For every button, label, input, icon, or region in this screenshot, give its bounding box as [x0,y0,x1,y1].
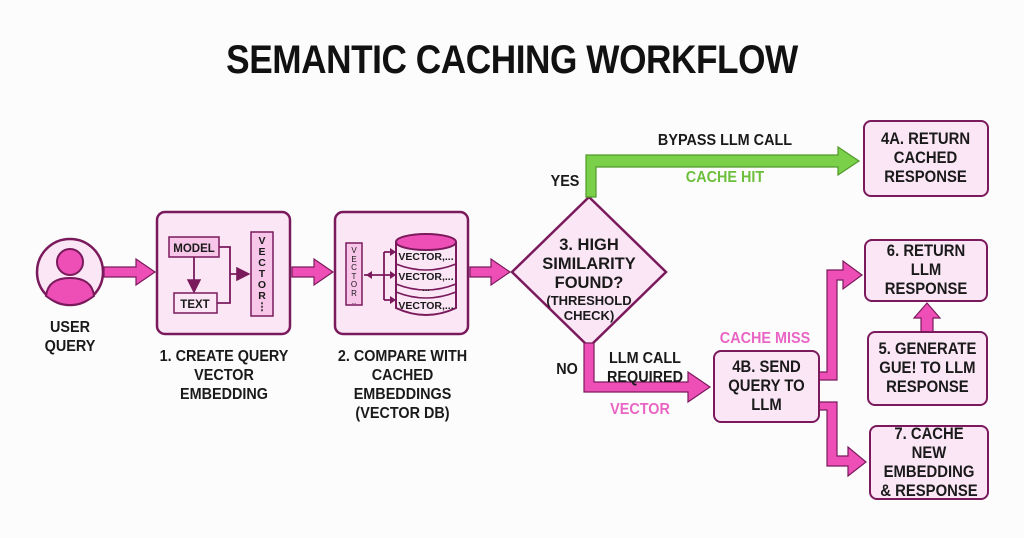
step7-text: 7. CACHE NEW EMBEDDING & RESPONSE [880,424,978,500]
db-row-2: VECTOR,... [398,271,453,283]
arrow-4b-to-step7 [818,401,867,478]
arrow-step5-to-step6 [912,302,942,333]
decision-line3: FOUND? [555,274,624,292]
step4b-box: 4B. SEND QUERY TO LLM [713,350,820,423]
yes-label: YES [550,173,580,190]
db-row-4: VECTOR,... [398,300,453,312]
step1-vector-bar [250,231,274,317]
step6-box: 6. RETURN LLM RESPONSE [864,239,988,302]
decision-line4: (THRESHOLD [546,293,631,308]
arrow-step1-to-step2 [291,257,335,287]
text-label: TEXT [180,299,209,311]
step5-text: 5. GENERATE GUE! TO LLM RESPONSE [878,340,977,396]
no-branch-arrow [583,342,712,404]
step2-vector-text: V E C T O R .. [350,246,358,306]
no-label: NO [556,361,578,378]
decision-line2: SIMILARITY [542,255,636,273]
model-to-vector-line [217,246,231,304]
user-query-label: USER QUERY [44,319,96,355]
step4a-box: 4A. RETURN CACHED RESPONSE [863,120,989,197]
db-row-3: ... [422,283,430,293]
arrow-step2-to-decision [469,257,512,287]
db-row-1: VECTOR,... [398,251,453,263]
cache-hit-label: CACHE HIT [685,169,765,186]
step2-vector-label: V E C T O R .. [346,246,362,307]
step2-vector-bar [345,242,363,306]
step4a-text: 4A. RETURN CACHED RESPONSE [881,130,971,186]
cache-miss-label: CACHE MISS [719,330,811,347]
cache-hit-arrow [585,145,861,198]
step2-caption: 2. COMPARE WITH CACHED EMBEDDINGS (VECTO… [337,348,468,422]
compare-arrows [364,251,394,301]
model-label: MODEL [173,243,215,255]
step1-vector-text: V E C T O R ⋮ [256,235,268,313]
step5-box: 5. GENERATE GUE! TO LLM RESPONSE [867,331,988,406]
step4b-text: 4B. SEND QUERY TO LLM [728,358,805,414]
user-icon [44,248,96,307]
step1-caption: 1. CREATE QUERY VECTOR EMBEDDING [159,348,289,403]
step7-box: 7. CACHE NEW EMBEDDING & RESPONSE [869,425,989,500]
user-avatar [35,237,105,307]
vector-db-icon [395,233,457,316]
arrow-user-to-step1 [103,257,157,287]
decision-line1: 3. HIGH [559,236,619,254]
arrow-4b-to-step6 [818,259,864,381]
step1-vector-label: V E C T O R ⋮ [251,236,273,313]
diagram-title: SEMANTIC CACHING WORKFLOW [226,38,798,82]
vector-branch-label: VECTOR [610,401,670,418]
llm-call-required-label: LLM CALL REQUIRED [606,350,683,386]
step6-text: 6. RETURN LLM RESPONSE [884,242,968,298]
decision-line5: CHECK) [564,308,615,323]
bypass-label: BYPASS LLM CALL [657,132,793,149]
